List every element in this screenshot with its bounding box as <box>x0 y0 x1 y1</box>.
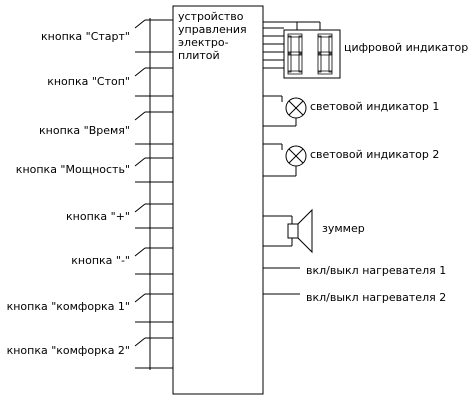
switch-start <box>134 19 173 53</box>
button-label-burner2: кнопка "комфорка 2" <box>6 344 130 357</box>
controller-box <box>172 5 264 395</box>
lamp2-icon <box>263 143 307 177</box>
button-label-minus: кнопка "-" <box>71 254 130 267</box>
switch-time <box>134 111 173 145</box>
button-label-stop: кнопка "Стоп" <box>47 75 130 88</box>
button-label-burner1: кнопка "комфорка 1" <box>6 300 130 313</box>
buzzer-label: зуммер <box>322 222 365 235</box>
switch-burner1 <box>134 293 173 323</box>
button-label-power: кнопка "Мощность" <box>15 163 130 176</box>
switch-plus <box>134 203 173 229</box>
lamp1-label: световой индикатор 1 <box>310 100 440 113</box>
switch-stop <box>134 67 173 97</box>
digital-display-label: цифровой индикатор <box>344 41 469 54</box>
button-label-plus: кнопка "+" <box>66 210 130 223</box>
lamp1-icon <box>263 95 307 127</box>
buzzer-icon <box>263 208 313 254</box>
lamp2-label: световой индикатор 2 <box>310 148 440 161</box>
button-label-time: кнопка "Время" <box>39 124 130 137</box>
switch-minus <box>134 247 173 275</box>
button-label-start: кнопка "Старт" <box>41 30 130 43</box>
heater2-label: вкл/выкл нагревателя 2 <box>306 291 447 304</box>
controller-title: устройство управления электро- плитой <box>178 10 247 62</box>
switch-burner2 <box>134 337 173 369</box>
digital-display-icon <box>263 21 341 79</box>
heater1-label: вкл/выкл нагревателя 1 <box>306 264 447 277</box>
switch-power <box>134 157 173 183</box>
